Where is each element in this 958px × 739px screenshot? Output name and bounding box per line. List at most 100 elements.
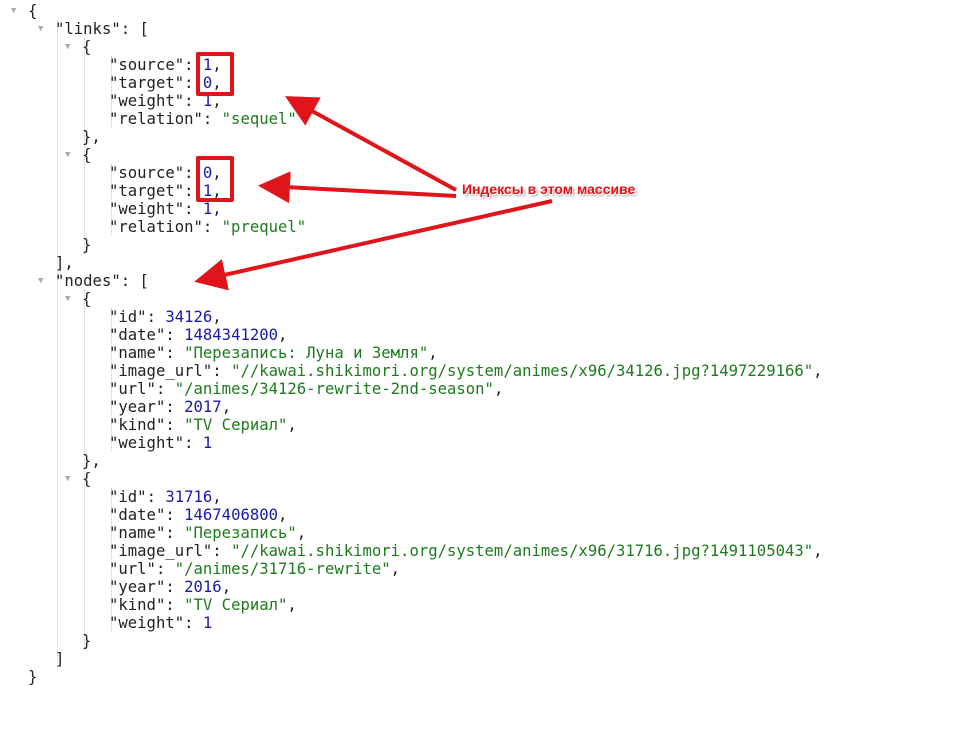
json-line: ▼"nodes": [ (38, 272, 823, 290)
json-key: "image_url" (109, 362, 213, 380)
json-node: "name": "Перезапись: Луна и Земля", (109, 344, 823, 362)
json-number: 0 (202, 74, 213, 92)
close-bracket: }, (82, 452, 101, 470)
json-node: "image_url": "//kawai.shikimori.org/syst… (109, 542, 823, 560)
annotation-label: Индексы в этом массиве (462, 181, 636, 197)
json-key: "url" (109, 380, 156, 398)
json-key: "year" (109, 578, 166, 596)
comma: , (212, 488, 222, 506)
collapse-toggle-icon[interactable]: ▼ (38, 276, 44, 286)
colon: : (165, 596, 185, 614)
json-key: "source" (109, 56, 185, 74)
json-line: "weight": 1, (109, 92, 823, 110)
json-node: ▼{▼"links": [▼{"source": 1,"target": 0,"… (11, 2, 823, 686)
comma: , (278, 506, 288, 524)
json-key: "kind" (109, 416, 166, 434)
json-node: "url": "/animes/34126-rewrite-2nd-season… (109, 380, 823, 398)
json-number: 1 (202, 614, 213, 632)
json-node: ▼"links": [▼{"source": 1,"target": 0,"we… (38, 20, 823, 272)
comma: , (428, 344, 438, 362)
comma: , (493, 380, 504, 398)
collapse-toggle-icon[interactable]: ▼ (38, 24, 44, 34)
json-line: "weight": 1 (109, 434, 823, 452)
colon: : (120, 20, 140, 38)
json-number: 34126 (165, 308, 213, 326)
comma: , (813, 542, 823, 560)
json-key: "weight" (109, 614, 185, 632)
collapse-toggle-icon[interactable]: ▼ (65, 42, 71, 52)
json-line: } (28, 668, 823, 686)
close-bracket: } (28, 668, 38, 686)
json-node: "year": 2017, (109, 398, 823, 416)
collapse-toggle-icon[interactable]: ▼ (65, 474, 71, 484)
json-node: ▼{"id": 34126,"date": 1484341200,"name":… (65, 290, 823, 470)
json-key: "relation" (109, 110, 203, 128)
json-line: "target": 1, (109, 182, 823, 200)
json-line: "relation": "sequel" (109, 110, 823, 128)
json-node: "relation": "sequel" (109, 110, 823, 128)
json-line: "url": "/animes/31716-rewrite", (109, 560, 823, 578)
collapse-toggle-icon[interactable]: ▼ (65, 150, 71, 160)
comma: , (212, 92, 222, 110)
colon: : (212, 362, 232, 380)
json-key: "url" (109, 560, 156, 578)
comma: , (221, 398, 232, 416)
close-bracket: } (82, 236, 92, 254)
json-line: "source": 1, (109, 56, 823, 74)
json-number: 2017 (184, 398, 222, 416)
colon: : (184, 200, 203, 218)
json-line: ▼{ (65, 38, 823, 56)
colon: : (212, 542, 232, 560)
close-bracket: }, (82, 128, 101, 146)
json-node: "kind": "TV Сериал", (109, 596, 823, 614)
json-key: "weight" (109, 200, 185, 218)
json-line: "relation": "prequel" (109, 218, 823, 236)
colon: : (184, 56, 203, 74)
colon: : (155, 560, 175, 578)
json-number: 2016 (184, 578, 222, 596)
arrow-to-link-1 (284, 96, 457, 192)
json-key: "id" (109, 308, 147, 326)
json-line: "weight": 1, (109, 200, 823, 218)
colon: : (202, 218, 222, 236)
json-children: ▼{"id": 34126,"date": 1484341200,"name":… (65, 290, 823, 650)
comma: , (221, 578, 232, 596)
json-children: "source": 1,"target": 0,"weight": 1,"rel… (109, 56, 823, 128)
json-line: "year": 2017, (109, 398, 823, 416)
json-line: ▼{ (65, 290, 823, 308)
json-line: ▼"links": [ (38, 20, 823, 38)
json-node: "source": 0, (109, 164, 823, 182)
json-line: } (82, 632, 823, 650)
json-key: "kind" (109, 596, 166, 614)
collapse-toggle-icon[interactable]: ▼ (11, 6, 17, 16)
json-number: 1 (202, 434, 213, 452)
json-key: "links" (55, 20, 121, 38)
colon: : (184, 614, 203, 632)
colon: : (165, 524, 185, 542)
json-key: "nodes" (55, 272, 121, 290)
comma: , (212, 308, 222, 326)
json-node: "date": 1484341200, (109, 326, 823, 344)
json-node: "target": 1, (109, 182, 823, 200)
json-line: } (82, 236, 823, 254)
json-node: "url": "/animes/31716-rewrite", (109, 560, 823, 578)
json-children: "id": 31716,"date": 1467406800,"name": "… (109, 488, 823, 632)
json-key: "source" (109, 164, 185, 182)
collapse-toggle-icon[interactable]: ▼ (65, 294, 71, 304)
json-key: "target" (109, 74, 185, 92)
comma: , (212, 56, 222, 74)
json-string: "Перезапись: Луна и Земля" (184, 344, 429, 362)
json-number: 1 (202, 200, 213, 218)
json-number: 31716 (165, 488, 213, 506)
json-line: ▼{ (11, 2, 823, 20)
json-line: }, (82, 452, 823, 470)
json-line: }, (82, 128, 823, 146)
json-key: "id" (109, 488, 147, 506)
json-line: "image_url": "//kawai.shikimori.org/syst… (109, 362, 823, 380)
json-node: "image_url": "//kawai.shikimori.org/syst… (109, 362, 823, 380)
json-line: "name": "Перезапись: Луна и Земля", (109, 344, 823, 362)
json-key: "image_url" (109, 542, 213, 560)
json-line: "weight": 1 (109, 614, 823, 632)
json-number: 1467406800 (184, 506, 279, 524)
